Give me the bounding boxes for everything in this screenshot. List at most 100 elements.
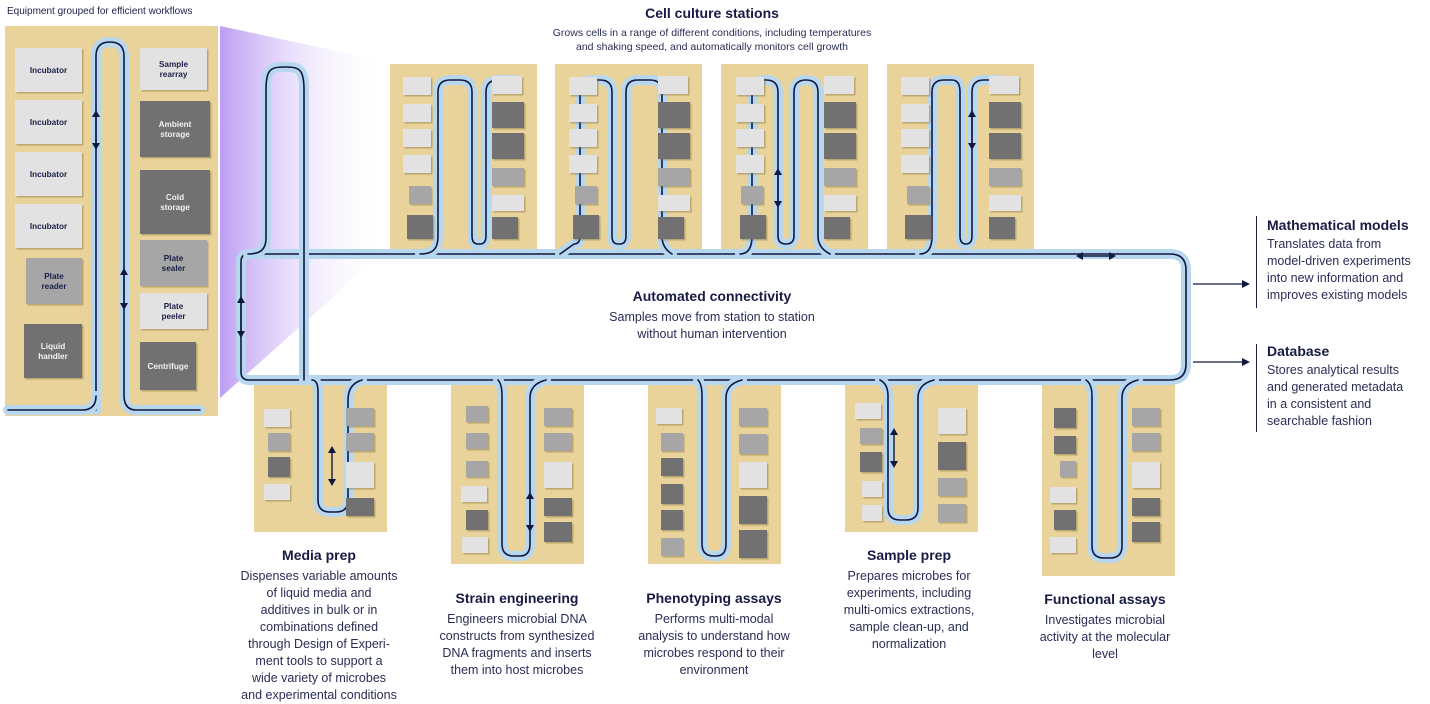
arrowhead-down: [237, 331, 245, 338]
equipment-block: [346, 408, 374, 426]
arrowhead-up: [328, 446, 336, 453]
equipment-block: [462, 537, 488, 553]
phenotyping-desc: Performs multi-modal analysis to underst…: [638, 612, 790, 677]
equipment-block: [824, 195, 856, 211]
equipment-block: [346, 433, 374, 451]
equipment-block: [901, 129, 929, 147]
equipment-block: [901, 77, 929, 95]
models-bracket: [1256, 216, 1257, 308]
equipment-block: [1050, 537, 1076, 553]
equipment-box: [15, 100, 82, 144]
equipment-block: [658, 195, 690, 211]
equipment-block: [736, 129, 764, 147]
equipment-block: [492, 133, 524, 159]
equipment-block: [658, 102, 690, 128]
equipment-block: [544, 522, 572, 542]
equipment-block: [1060, 461, 1076, 477]
mathematical-models-desc: Translates data from model-driven experi…: [1267, 237, 1411, 302]
equipment-block: [907, 186, 929, 204]
equipment-block: [1132, 498, 1160, 516]
arrowhead-down: [120, 303, 128, 310]
culture-track-4-inner: [919, 79, 1001, 255]
equipment-block: [862, 481, 882, 497]
equipment-block: [656, 408, 682, 424]
equipment-block: [569, 104, 597, 122]
database-bracket: [1256, 344, 1257, 432]
equipment-block: [989, 195, 1021, 211]
media-prep-track-inner: [311, 379, 363, 513]
connectivity-title: Automated connectivity: [632, 288, 792, 304]
equipment-block: [661, 538, 683, 556]
equipment-box-label: Incubator: [30, 66, 68, 75]
equipment-block: [824, 133, 856, 159]
equipment-block: [741, 186, 763, 204]
mathematical-models-label: Mathematical models Translates data from…: [1267, 216, 1427, 304]
arrowhead-right: [1109, 252, 1116, 260]
detail-caption: Equipment grouped for efficient workflow…: [7, 6, 193, 17]
equipment-block: [855, 403, 881, 419]
equipment-block: [661, 510, 683, 530]
functional-assays-label: Functional assays Investigates microbial…: [1005, 590, 1205, 663]
equipment-box-label: Incubator: [30, 118, 68, 127]
equipment-block: [938, 408, 966, 434]
equipment-block: [905, 215, 931, 239]
equipment-block: [1054, 408, 1076, 428]
equipment-block: [492, 102, 524, 128]
functional-track-inner: [1085, 379, 1139, 559]
arrowhead-up: [237, 296, 245, 303]
equipment-block: [862, 505, 882, 521]
equipment-block: [989, 168, 1021, 186]
equipment-block: [346, 498, 374, 516]
equipment-block: [1054, 436, 1076, 454]
arrowhead-down: [328, 479, 336, 486]
equipment-block: [901, 155, 929, 173]
equipment-block: [492, 76, 522, 94]
equipment-box: [140, 48, 207, 90]
phenotyping-label: Phenotyping assays Performs multi-modal …: [614, 589, 814, 679]
media-prep-title: Media prep: [282, 547, 356, 563]
equipment-block: [466, 406, 488, 422]
equipment-block: [658, 76, 688, 94]
database-title: Database: [1267, 343, 1330, 359]
equipment-block: [824, 217, 850, 239]
equipment-block: [407, 215, 433, 239]
equipment-box-label: Centrifuge: [148, 362, 189, 371]
equipment-block: [661, 484, 683, 504]
functional-assays-desc: Investigates microbial activity at the m…: [1039, 613, 1171, 661]
equipment-block: [739, 462, 767, 488]
detail-track-a-inner: [247, 66, 305, 381]
equipment-block: [658, 133, 690, 159]
equipment-box: [140, 293, 207, 329]
arrowhead-up: [120, 268, 128, 275]
equipment-block: [346, 462, 374, 488]
output-arrowhead: [1242, 358, 1250, 366]
arrowhead-up: [774, 168, 782, 175]
equipment-block: [989, 102, 1021, 128]
sample-prep-title: Sample prep: [866, 547, 952, 563]
sample-prep-desc: Prepares microbes for experiments, inclu…: [843, 569, 975, 651]
connectivity-desc: Samples move from station to station wit…: [609, 310, 815, 341]
database-label: Database Stores analytical results and g…: [1267, 342, 1427, 430]
database-desc: Stores analytical results and generated …: [1267, 363, 1404, 428]
equipment-block: [860, 452, 882, 472]
equipment-box: [15, 48, 82, 92]
equipment-block: [569, 155, 597, 173]
equipment-block: [736, 155, 764, 173]
arrowhead-down: [526, 525, 534, 532]
equipment-block: [268, 433, 290, 451]
equipment-block: [466, 510, 488, 530]
equipment-block: [544, 462, 572, 488]
equipment-block: [989, 133, 1021, 159]
equipment-box: [140, 101, 210, 157]
phenotyping-title: Phenotyping assays: [646, 590, 782, 606]
equipment-block: [860, 428, 882, 444]
equipment-block: [264, 409, 290, 427]
equipment-block: [403, 129, 431, 147]
arrowhead-down: [92, 143, 100, 150]
equipment-block: [1132, 433, 1160, 451]
arrowhead-down: [774, 201, 782, 208]
media-prep-label: Media prep Dispenses variable amounts of…: [219, 546, 419, 704]
strain-engineering-desc: Engineers microbial DNA constructs from …: [439, 612, 595, 677]
equipment-box: [26, 258, 82, 304]
